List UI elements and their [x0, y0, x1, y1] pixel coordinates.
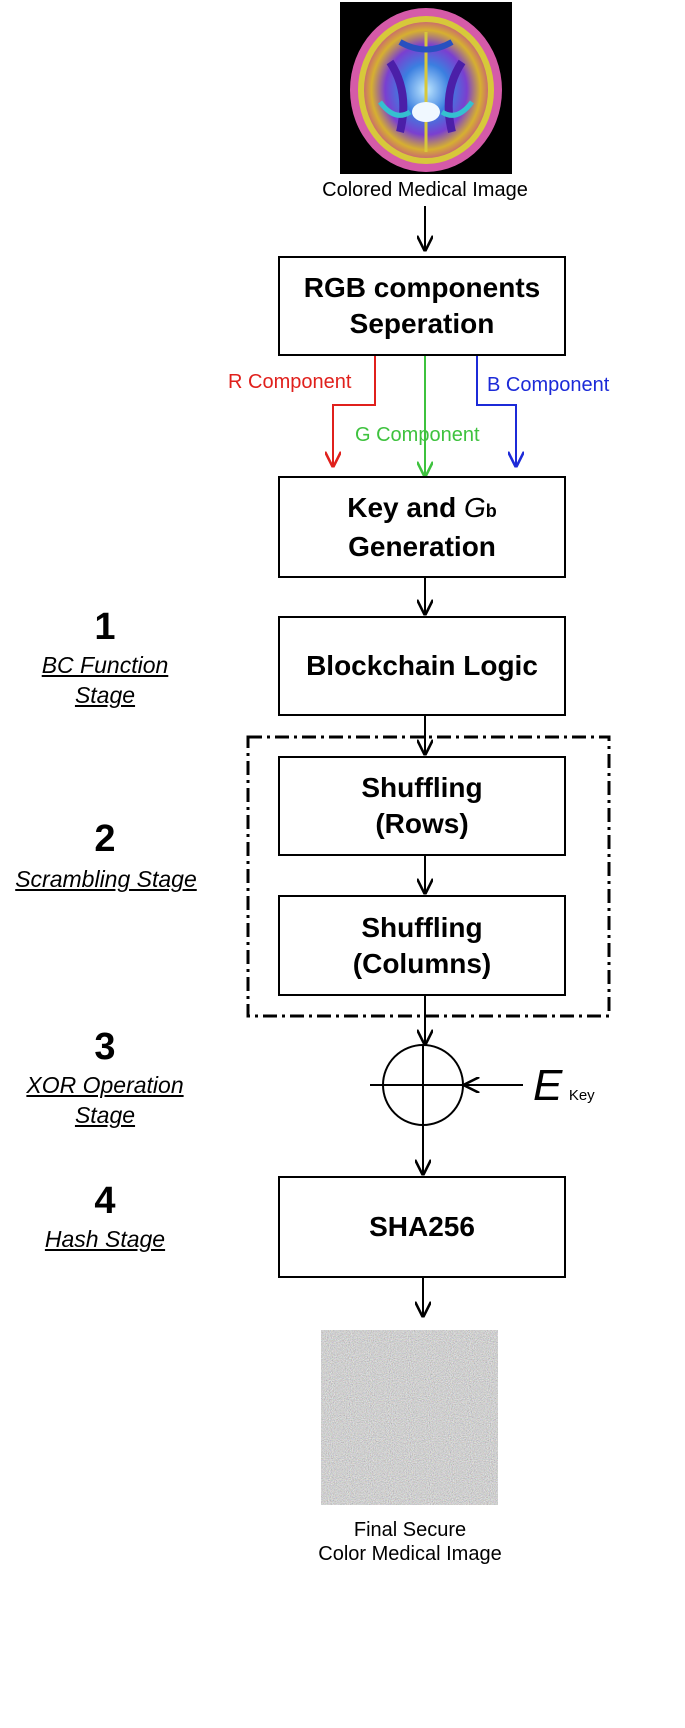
g-component-label: G Component [355, 424, 480, 446]
arrow-r-component [333, 356, 376, 466]
stage-4-number: 4 [94, 1180, 116, 1222]
columns-box-line1: Shuffling [361, 911, 483, 943]
b-component-label: B Component [487, 374, 610, 396]
xor-key-label: E Key [533, 1062, 595, 1110]
sha-box-label: SHA256 [369, 1211, 475, 1242]
key-e-symbol: E [533, 1061, 563, 1110]
rows-box-line1: Shuffling [361, 772, 483, 803]
stage-3-number: 3 [94, 1026, 116, 1068]
blockchain-logic-box: Blockchain Logic [278, 616, 566, 716]
gb-symbol: Gb [463, 491, 497, 523]
scrambling-stage-frame [246, 735, 611, 1018]
rgb-separation-box: RGB components Seperation [278, 256, 566, 356]
stage-2-name: Scrambling Stage [15, 866, 197, 892]
input-caption: Colored Medical Image [322, 179, 528, 201]
shuffling-rows-box: Shuffling (Rows) [278, 756, 566, 856]
stage-1-name: BC Function Stage [41, 652, 169, 708]
rows-box-line2: (Rows) [375, 808, 469, 839]
stage-1-number: 1 [94, 606, 116, 648]
output-caption-line2: Color Medical Image [318, 1543, 502, 1565]
key-box-line2: Generation [348, 530, 496, 562]
key-box-text: Key and [347, 491, 457, 523]
output-caption-line1: Final Secure [353, 1519, 467, 1541]
output-caption: Final Secure Color Medical Image [280, 1518, 540, 1566]
r-component-label: R Component [228, 371, 352, 393]
key-subscript: Key [568, 1087, 595, 1104]
key-box-line1: Key and Gb [347, 490, 497, 529]
stage-3-name: XOR Operation Stage [26, 1072, 184, 1128]
columns-box-line2: (Columns) [352, 947, 492, 979]
shuffling-columns-box: Shuffling (Columns) [278, 895, 566, 996]
arrow-b-component [476, 356, 516, 466]
sha256-box: SHA256 [278, 1176, 566, 1278]
key-generation-box: Key and Gb Generation [278, 476, 566, 578]
stage-2-number: 2 [94, 818, 116, 860]
stage-4-name: Hash Stage [44, 1226, 166, 1252]
final-secure-image [321, 1330, 498, 1505]
colored-medical-image [340, 2, 512, 174]
blockchain-box-label: Blockchain Logic [306, 650, 538, 681]
rgb-box-line2: Seperation [349, 308, 495, 339]
rgb-box-line1: RGB components [303, 272, 541, 303]
